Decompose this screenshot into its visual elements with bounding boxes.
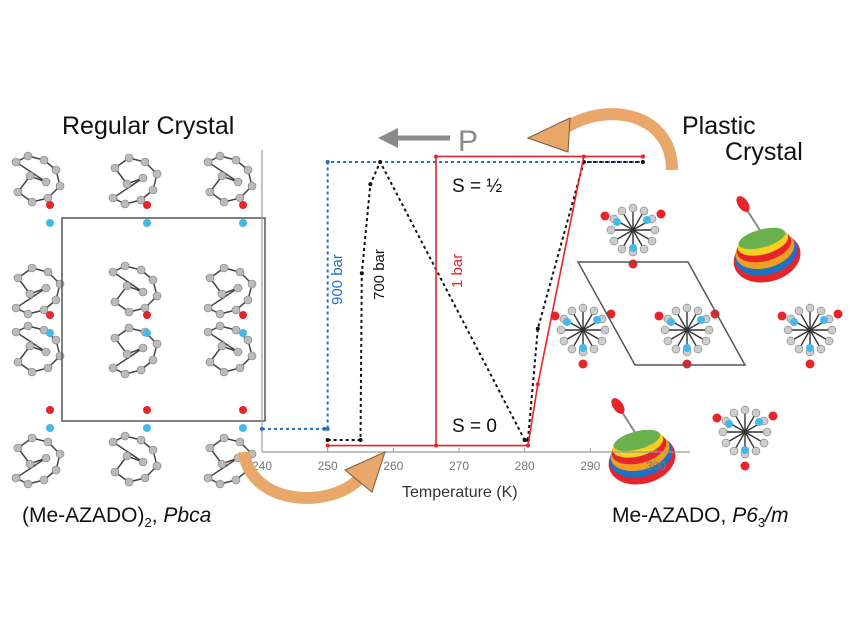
series-line-700-bar [327, 159, 643, 441]
x-tick-label: 270 [449, 459, 469, 473]
data-point [525, 443, 530, 448]
curved-arrow-bottom-head [344, 451, 386, 493]
series-line-1-bar [327, 155, 643, 447]
data-point [325, 160, 330, 164]
data-point [535, 326, 540, 331]
plastic-crystal-structure [550, 203, 843, 471]
spin-transition-chart: 240 250 260 270 280 290 300 [252, 150, 690, 473]
curved-arrow-top [556, 108, 678, 171]
unit-cell-right [576, 261, 747, 366]
series-label-1bar: 1 bar [449, 254, 466, 288]
data-point [434, 154, 439, 159]
data-point [368, 182, 373, 187]
series-line-900-bar [262, 161, 643, 430]
data-point [434, 443, 439, 448]
pressure-label: P [458, 125, 478, 158]
curved-arrow-top-head [526, 117, 571, 153]
right-caption-sub: 3 [757, 515, 766, 531]
x-tick-label: 240 [252, 459, 272, 473]
data-point [522, 438, 527, 442]
plastic-crystal-title-line1: Plastic [682, 112, 756, 140]
data-point [581, 154, 586, 159]
x-tick-label: 280 [515, 459, 535, 473]
x-axis-label: Temperature (K) [402, 484, 518, 501]
regular-crystal-title: Regular Crystal [62, 112, 235, 140]
x-tick-label: 260 [383, 459, 403, 473]
x-tick-label: 290 [580, 459, 600, 473]
x-tick-label: 250 [318, 459, 338, 473]
spinning-top-icon [608, 398, 676, 485]
data-point [358, 438, 363, 442]
x-tick-label: 300 [646, 459, 666, 473]
data-point [378, 160, 383, 164]
series-label-700bar: 700 bar [371, 249, 388, 300]
data-point [322, 426, 327, 431]
right-caption-group-b: /m [765, 504, 789, 527]
spinning-top-icon [733, 196, 801, 283]
left-caption: (Me-AZADO)2, Pbca [22, 504, 211, 530]
data-point [640, 154, 645, 159]
series-label-900bar: 900 bar [329, 254, 346, 305]
data-point [325, 426, 330, 431]
left-caption-sub: 2 [144, 515, 152, 531]
data-point [640, 160, 645, 164]
pressure-arrow [378, 128, 450, 148]
left-caption-group: Pbca [163, 504, 212, 527]
unit-cell-left [61, 217, 266, 422]
right-caption-group-a: P6 [732, 504, 758, 527]
data-point [325, 438, 330, 442]
annotation-high: S = ½ [452, 176, 502, 197]
left-caption-main: (Me-AZADO) [22, 504, 145, 527]
data-point [325, 443, 330, 448]
data-point [359, 271, 364, 276]
right-caption-main: Me-AZADO, [612, 504, 733, 527]
right-caption: Me-AZADO, P63/m [612, 504, 788, 530]
plastic-crystal-title-line2: Crystal [725, 138, 803, 166]
data-point [535, 382, 540, 387]
data-point [260, 426, 264, 431]
annotation-low: S = 0 [452, 416, 497, 437]
curved-arrow-bottom [238, 450, 365, 504]
regular-crystal-structure [11, 151, 257, 489]
left-caption-sep: , [151, 504, 164, 527]
